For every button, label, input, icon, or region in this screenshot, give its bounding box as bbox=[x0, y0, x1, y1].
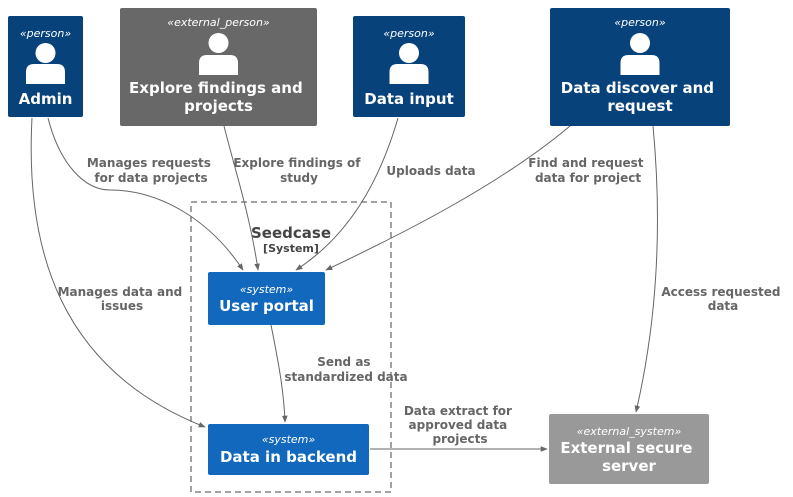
node-label: Data input bbox=[364, 90, 454, 108]
node-data-input[interactable]: «person» Data input bbox=[353, 16, 465, 117]
stereotype-label: «system» bbox=[262, 433, 316, 446]
node-external-server[interactable]: «external_system» External secure server bbox=[549, 414, 709, 484]
stereotype-label: «system» bbox=[240, 283, 294, 296]
stereotype-label: «person» bbox=[383, 27, 434, 40]
boundary-subtitle: [System] bbox=[263, 242, 319, 255]
stereotype-label: «person» bbox=[20, 27, 71, 40]
edge-label-backend-external: Data extract for approved data projects bbox=[404, 404, 516, 446]
stereotype-label: «person» bbox=[614, 16, 665, 29]
edge-admin-backend[interactable]: Manages data and issues bbox=[30, 117, 206, 428]
edge-discover-portal[interactable]: Find and request data for project bbox=[325, 125, 648, 271]
boundary-title: Seedcase bbox=[251, 224, 331, 242]
edge-portal-backend[interactable]: Send as standardized data bbox=[270, 324, 408, 423]
person-icon bbox=[620, 33, 660, 75]
node-label: Admin bbox=[19, 90, 73, 108]
stereotype-label: «external_system» bbox=[577, 425, 682, 438]
node-label: Data in backend bbox=[220, 448, 357, 466]
node-explore-findings[interactable]: «external_person» Explore findings and p… bbox=[120, 8, 317, 126]
node-data-backend[interactable]: «system» Data in backend bbox=[208, 424, 369, 475]
node-label: Explore findings and projects bbox=[129, 79, 308, 115]
edge-label-discover-portal: Find and request data for project bbox=[528, 156, 647, 185]
node-label: Data discover and request bbox=[561, 79, 719, 115]
node-admin[interactable]: «person» Admin bbox=[8, 16, 83, 117]
edge-explore-portal[interactable]: Explore findings of study bbox=[223, 125, 365, 271]
edge-admin-portal[interactable]: Manages requests for data projects bbox=[47, 117, 244, 271]
person-icon bbox=[26, 43, 65, 84]
edge-label-admin-portal: Manages requests for data projects bbox=[87, 156, 215, 185]
edge-label-portal-backend: Send as standardized data bbox=[284, 355, 407, 384]
edge-label-admin-backend: Manages data and issues bbox=[58, 285, 187, 313]
edge-label-discover-external: Access requested data bbox=[661, 285, 784, 313]
person-icon bbox=[199, 33, 238, 75]
edge-label-input-portal: Uploads data bbox=[386, 164, 475, 178]
edge-input-portal[interactable]: Uploads data bbox=[295, 117, 476, 271]
edge-label-explore-portal: Explore findings of study bbox=[233, 156, 364, 185]
person-icon bbox=[389, 43, 429, 84]
edge-backend-external[interactable]: Data extract for approved data projects bbox=[370, 404, 548, 452]
node-user-portal[interactable]: «system» User portal bbox=[208, 272, 325, 325]
node-label: External secure server bbox=[560, 439, 697, 475]
seedcase-boundary: Seedcase [System] bbox=[190, 201, 392, 493]
stereotype-label: «external_person» bbox=[167, 16, 270, 29]
node-label: User portal bbox=[219, 297, 314, 315]
edge-discover-external[interactable]: Access requested data bbox=[634, 125, 785, 413]
node-data-discover[interactable]: «person» Data discover and request bbox=[550, 8, 730, 126]
